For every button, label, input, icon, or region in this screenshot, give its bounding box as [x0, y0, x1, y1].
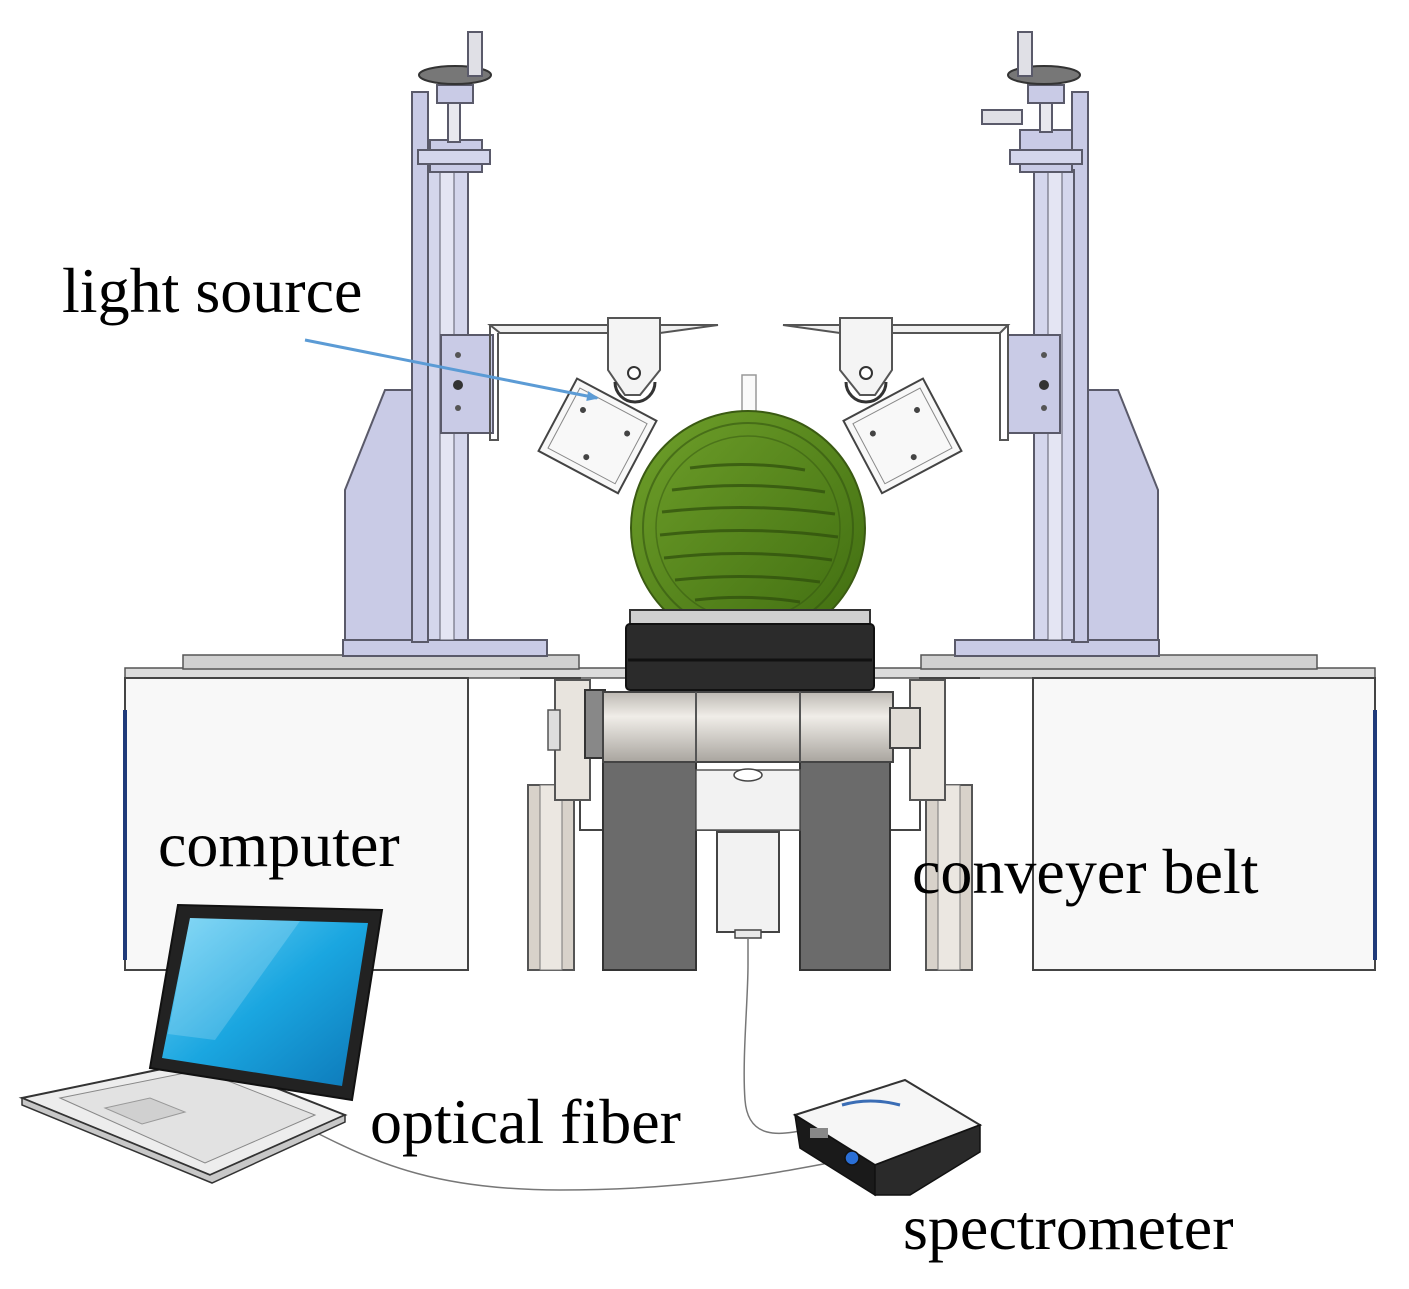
optical-fiber-label: optical fiber — [370, 1086, 681, 1157]
light-source-arrow — [304, 338, 599, 401]
laptop-computer — [18, 903, 384, 1184]
conveyer-belt-label: conveyer belt — [912, 836, 1259, 907]
conveyer-belt-assembly — [520, 677, 980, 971]
light-source-label: light source — [62, 255, 362, 326]
left-light-bracket — [487, 317, 719, 441]
right-cabinet — [1032, 677, 1377, 971]
usb-cable — [314, 1131, 846, 1191]
right-frame — [954, 31, 1160, 657]
optical-fiber-cable — [743, 938, 806, 1135]
spectrometer-label: spectrometer — [903, 1192, 1234, 1263]
right-light-source-lamp — [842, 377, 963, 495]
computer-label: computer — [158, 809, 400, 880]
left-light-source-lamp — [537, 377, 658, 495]
left-frame — [342, 31, 548, 657]
fruit-cup — [625, 609, 875, 691]
right-light-bracket — [782, 317, 1011, 441]
fiber-probe — [716, 831, 780, 939]
fruit-sample — [630, 410, 866, 646]
spectrometer-device — [792, 1078, 983, 1197]
